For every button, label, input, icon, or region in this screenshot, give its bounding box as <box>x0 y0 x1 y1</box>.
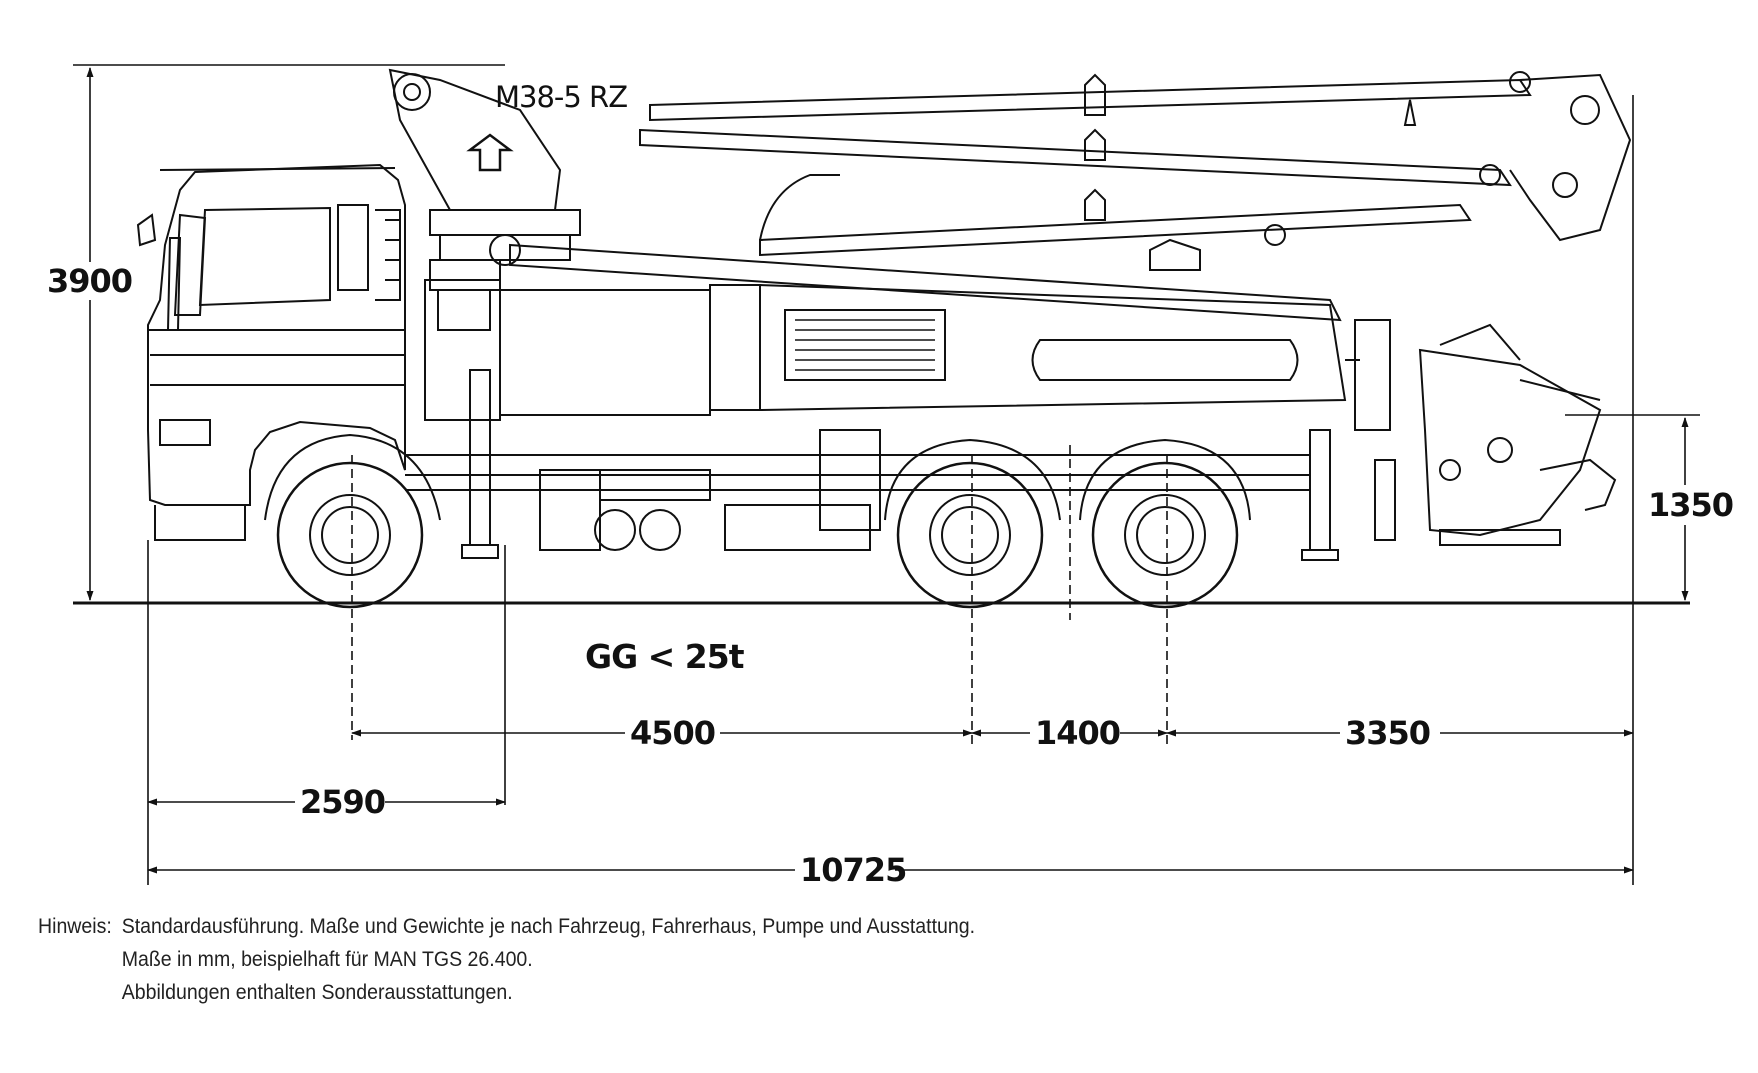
truck-chassis <box>405 279 1396 561</box>
rear-wheel-1 <box>884 438 1061 609</box>
concrete-hopper <box>1418 323 1617 546</box>
truck-cab <box>136 163 406 541</box>
dim-4500-label: 4500 <box>630 714 715 752</box>
rear-wheel-2 <box>1079 438 1251 609</box>
note-label: Hinweis: <box>38 915 112 938</box>
dim-3350-label: 3350 <box>1345 714 1430 752</box>
dim-2590-label: 2590 <box>300 783 385 821</box>
height-1350-label: 1350 <box>1648 486 1733 524</box>
note-line-2: Maße in mm, beispielhaft für MAN TGS 26.… <box>121 948 533 971</box>
dim-1400-label: 1400 <box>1035 714 1120 752</box>
height-3900-label: 3900 <box>47 262 132 300</box>
front-wheel <box>264 433 441 609</box>
dim-10725-label: 10725 <box>800 851 906 889</box>
model-label: M38-5 RZ <box>495 80 627 114</box>
footnote: Hinweis: Standardausführung. Maße und Ge… <box>38 910 975 1009</box>
note-line-1: Standardausführung. Maße und Gewichte je… <box>121 915 976 938</box>
weight-label: GG < 25t <box>585 637 745 676</box>
folded-boom <box>388 68 1632 322</box>
note-line-3: Abbildungen enthalten Sonderausstattunge… <box>121 981 513 1004</box>
